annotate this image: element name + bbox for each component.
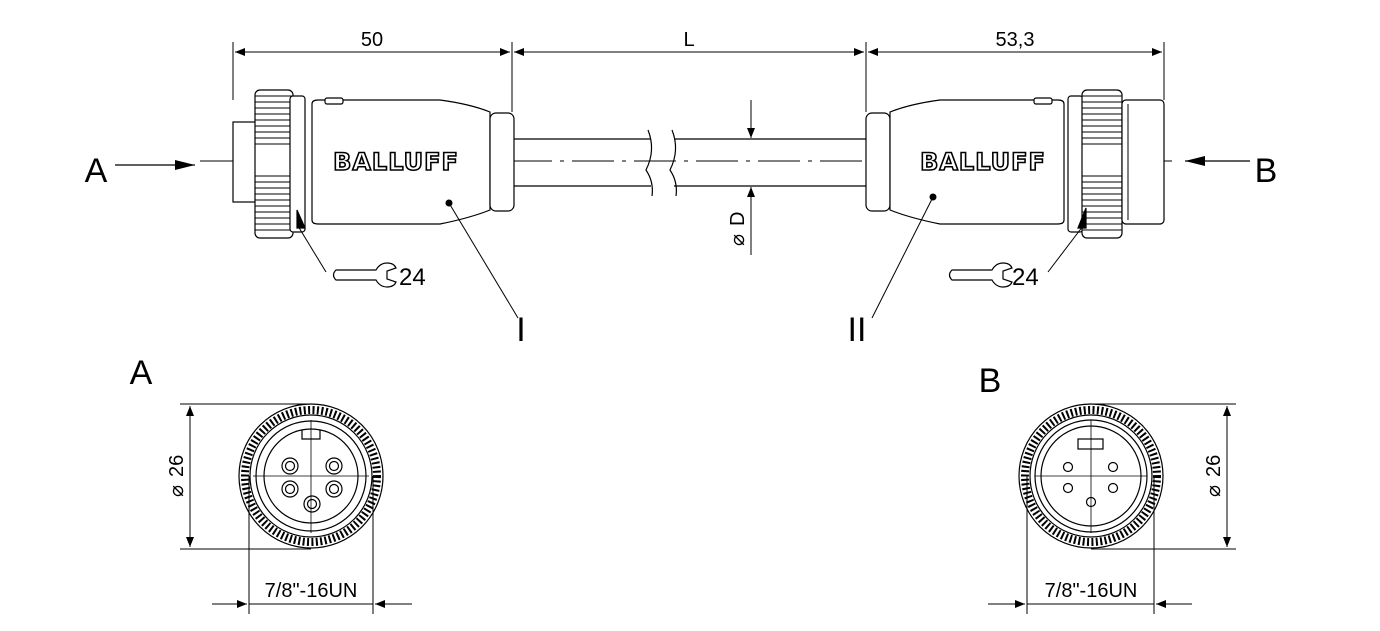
thread-label-a: 7/8"-16UN <box>265 580 358 602</box>
connector-right <box>865 89 1165 239</box>
connector-label-2: II <box>848 311 867 349</box>
cable <box>514 129 866 197</box>
wrench-icon <box>948 262 1013 288</box>
face-dims-a <box>180 403 412 614</box>
top-dimensions <box>232 42 1165 112</box>
key-b <box>1077 438 1104 450</box>
knurl-ring-a <box>241 406 381 546</box>
dim-left-length: 50 <box>361 29 383 51</box>
face-b-diameter-value: 26 <box>1203 455 1225 477</box>
knurled-nut-right <box>1081 89 1123 239</box>
face-view-a <box>238 403 384 549</box>
leader-connector-2 <box>871 196 934 319</box>
thread-label-b: 7/8"-16UN <box>1045 580 1138 602</box>
view-label-a: A <box>130 354 153 392</box>
socket-pins-a <box>281 457 343 513</box>
wrench-icon <box>332 262 397 288</box>
stub-left <box>232 121 259 203</box>
cable-diameter-value: D <box>727 212 749 226</box>
face-view-b <box>1018 403 1164 549</box>
dim-right-length: 53,3 <box>996 29 1035 51</box>
ferrule-left <box>489 112 515 212</box>
leader-wrench-left <box>297 225 327 273</box>
face-b-diameter-symbol: ⌀ <box>1203 485 1225 497</box>
leader-wrench-right <box>1047 225 1084 273</box>
leader-connector-1 <box>448 202 519 319</box>
face-a-diameter-value: 26 <box>166 455 188 477</box>
view-label-b: B <box>979 362 1002 400</box>
cable-break-right <box>669 129 677 197</box>
face-dims-b <box>988 403 1236 614</box>
wrench-flat-left <box>296 209 306 229</box>
wrench-size-right: 24 <box>1012 264 1039 291</box>
leader-dot-1 <box>445 199 453 207</box>
connector-left <box>232 89 515 239</box>
body-notch-right <box>1033 97 1053 105</box>
leader-dot-2 <box>929 193 937 201</box>
body-left <box>311 99 491 225</box>
face-a-diameter-symbol: ⌀ <box>166 485 188 497</box>
dim-cable-length: L <box>683 29 694 51</box>
nut-collar-left <box>289 95 306 233</box>
nut-collar-right <box>1067 95 1084 233</box>
knurled-nut-left <box>254 89 294 239</box>
connector-label-1: I <box>516 311 525 349</box>
ferrule-right <box>865 112 891 212</box>
brand-logo-left: BALLUFF <box>333 148 459 176</box>
cable-break-left <box>645 129 653 197</box>
wrench-size-left: 24 <box>399 264 426 291</box>
cable-diameter-symbol: ⌀ <box>727 234 749 246</box>
knurl-ring-b <box>1021 406 1161 546</box>
end-label-b: B <box>1255 152 1278 190</box>
leaders <box>297 196 1084 319</box>
male-thread-right <box>1121 99 1165 225</box>
body-notch-left <box>324 97 344 105</box>
brand-logo-right: BALLUFF <box>920 148 1046 176</box>
end-label-a: A <box>85 152 108 190</box>
